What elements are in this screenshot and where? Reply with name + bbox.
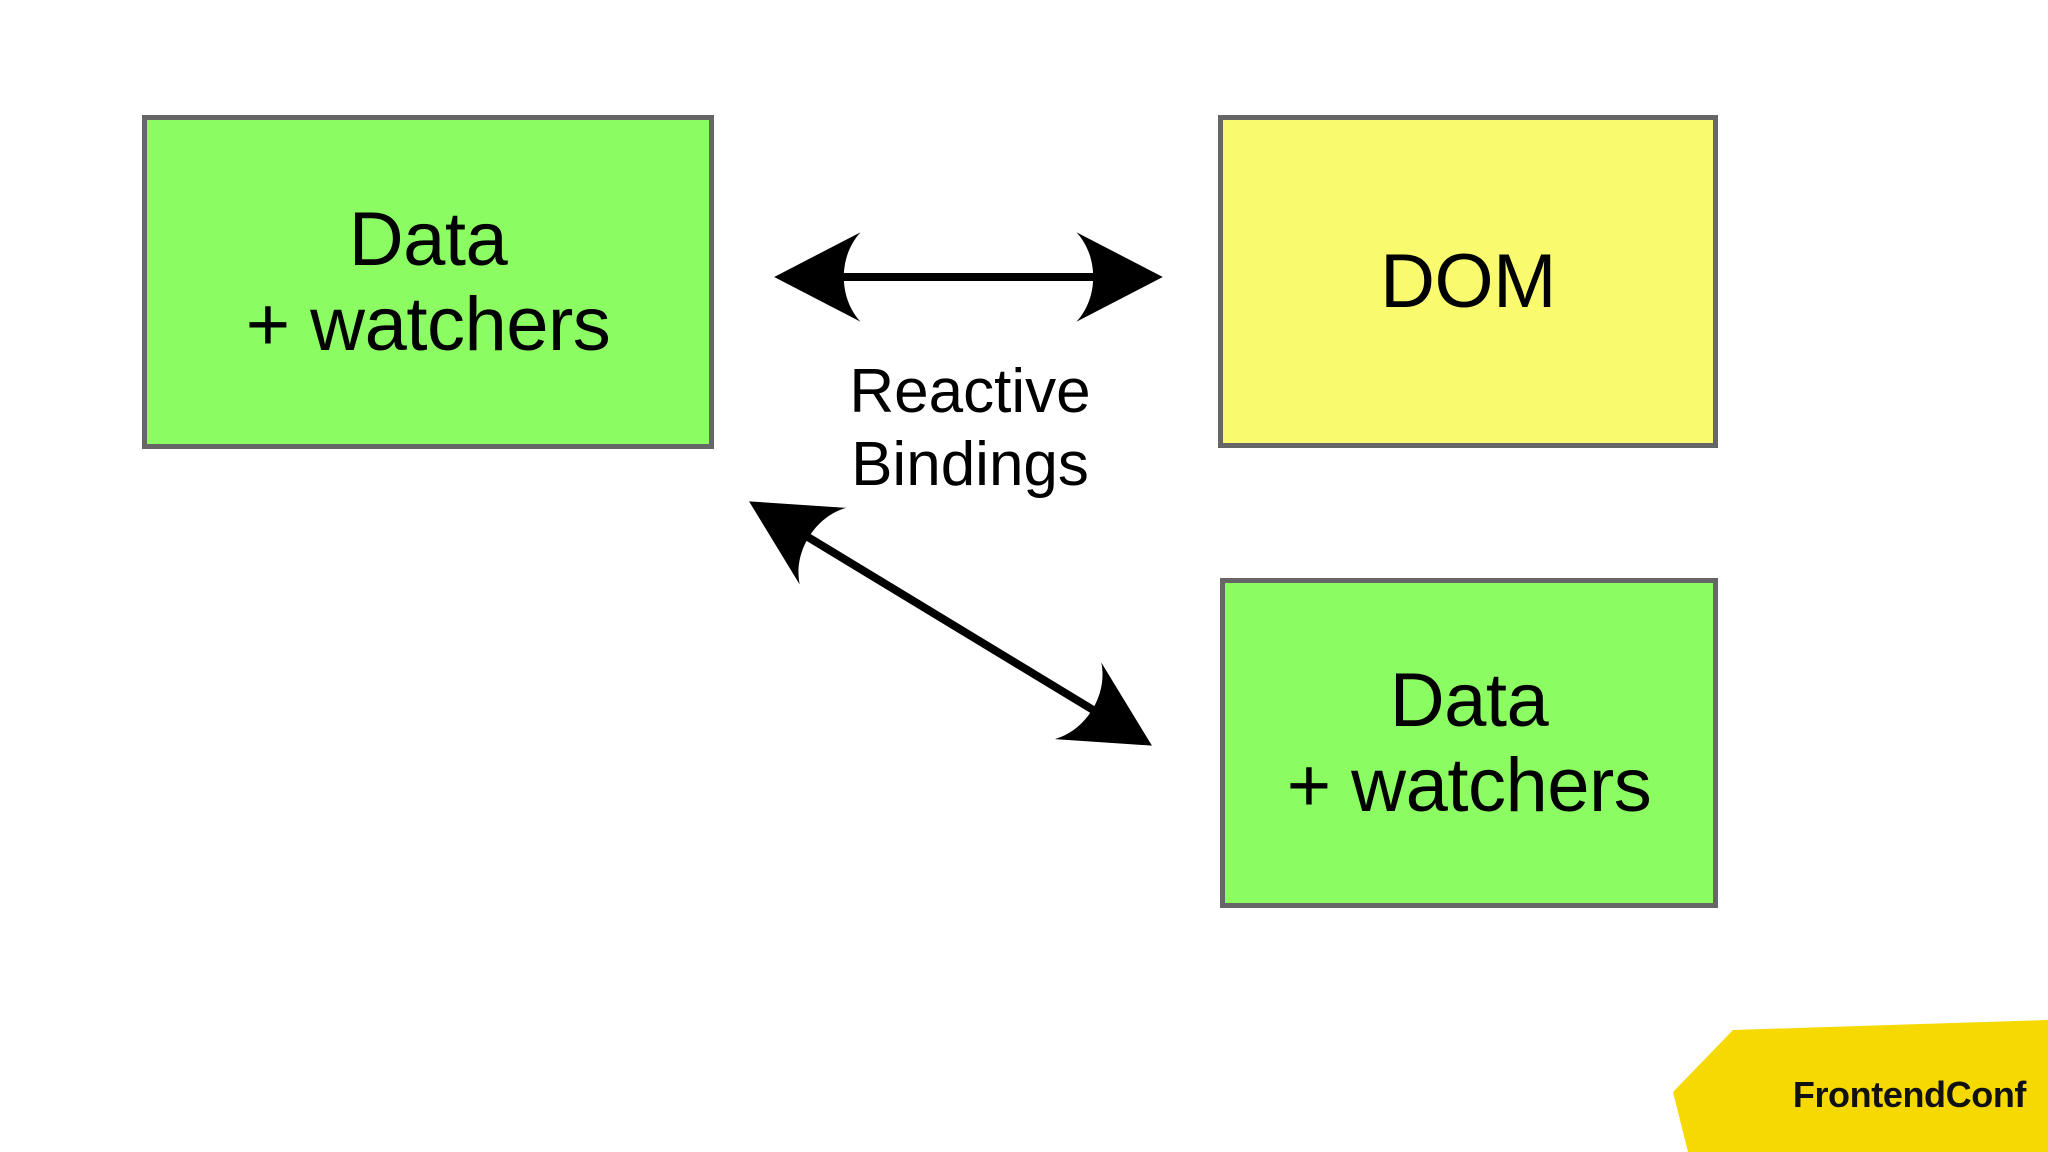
node-label-data-left: Data + watchers [245,196,611,367]
node-box-data-right: Data + watchers [1220,578,1718,908]
conference-logo-banner-shape [1673,1020,2048,1152]
connector-caption-reactive-bindings: Reactive Bindings [849,357,1091,500]
node-box-dom: DOM [1218,115,1718,448]
conference-logo-text: FrontendConf [1792,1074,2027,1115]
node-box-data-left: Data + watchers [142,115,714,449]
node-label-dom: DOM [1380,238,1556,324]
node-label-data-right: Data + watchers [1286,657,1652,828]
connector-data-left-to-data-right [749,501,1152,746]
conference-logo: FrontendConf [1673,1020,2048,1152]
